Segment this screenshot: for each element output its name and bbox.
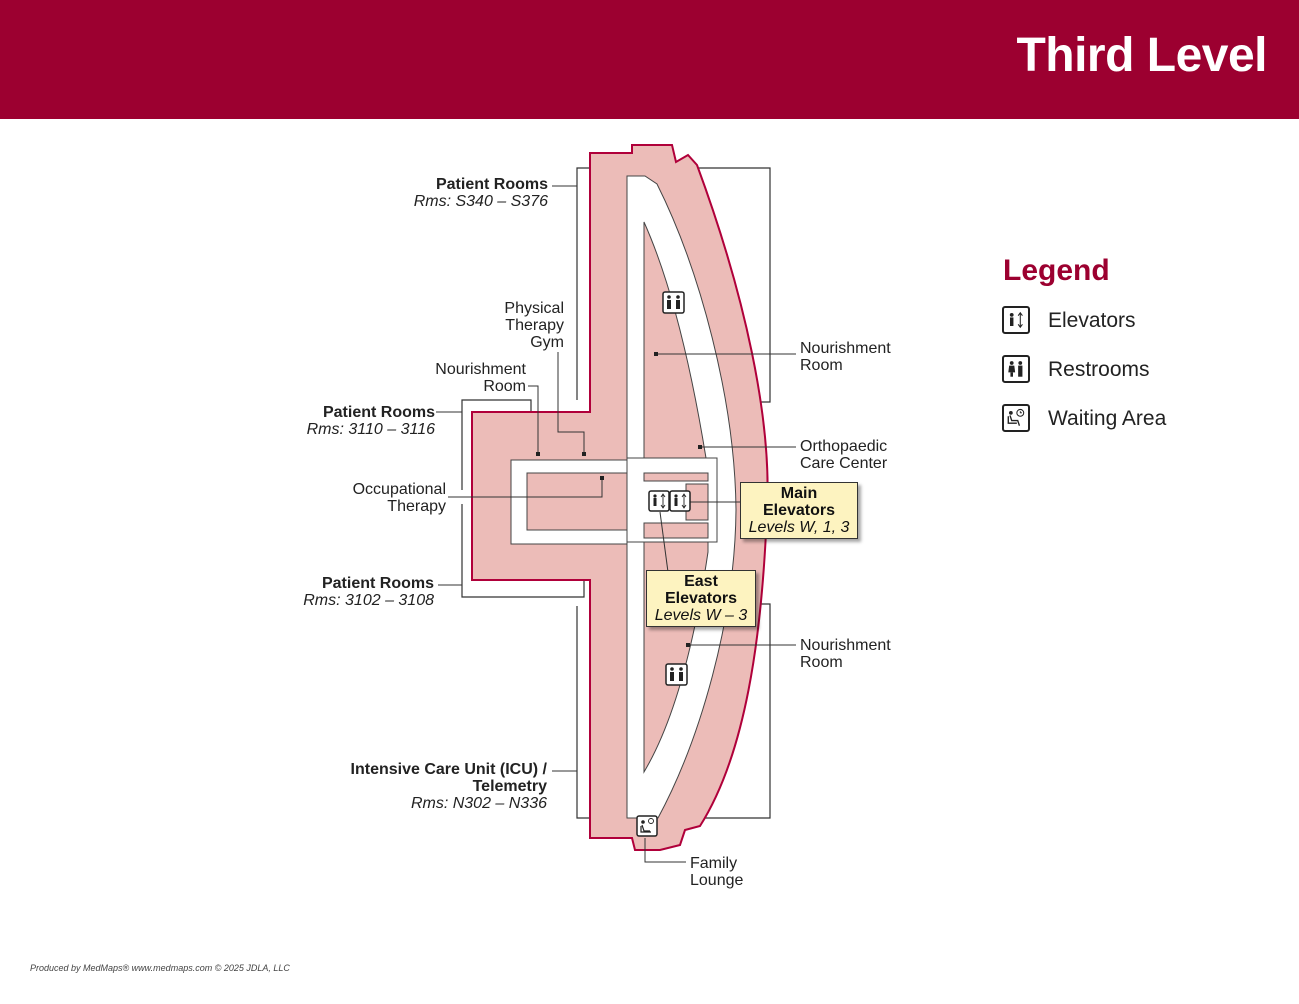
header-bar: Third Level xyxy=(0,0,1299,119)
label-occupational-therapy: Occupational Therapy xyxy=(352,481,446,515)
callout-main-elevators: Main Elevators Levels W, 1, 3 xyxy=(740,482,858,539)
building-outlines xyxy=(461,167,771,819)
legend-label: Restrooms xyxy=(1048,358,1150,381)
label-nourishment-room-west: Nourishment Room xyxy=(435,361,526,395)
legend-label: Waiting Area xyxy=(1048,407,1167,430)
restroom-icon xyxy=(662,291,685,314)
legend-title: Legend xyxy=(1003,254,1110,287)
restroom-icon xyxy=(665,663,688,686)
label-physical-therapy-gym: Physical Therapy Gym xyxy=(504,300,564,351)
leader-lines xyxy=(436,185,796,863)
elevator-icon xyxy=(648,490,670,512)
label-patient-rooms-s: Patient Rooms Rms: S340 – S376 xyxy=(413,176,548,210)
label-patient-rooms-3110: Patient Rooms Rms: 3110 – 3116 xyxy=(306,404,435,438)
inner-blocks xyxy=(526,472,709,539)
legend-label: Elevators xyxy=(1048,309,1136,332)
page-title: Third Level xyxy=(1016,29,1267,82)
elevator-icon xyxy=(669,490,691,512)
waiting-area-icon xyxy=(636,815,658,837)
label-patient-rooms-3102: Patient Rooms Rms: 3102 – 3108 xyxy=(303,575,434,609)
elevator-icon xyxy=(1002,306,1030,334)
footer-credit: Produced by MedMaps® www.medmaps.com © 2… xyxy=(30,963,290,973)
label-orthopaedic-care-center: Orthopaedic Care Center xyxy=(800,438,888,472)
callout-east-elevators: East Elevators Levels W – 3 xyxy=(646,570,756,627)
waiting-area-icon xyxy=(1002,404,1030,432)
label-family-lounge: Family Lounge xyxy=(690,855,744,889)
restroom-icon xyxy=(1002,355,1030,383)
leader-dots xyxy=(536,352,702,647)
label-nourishment-room-ne: Nourishment Room xyxy=(800,340,891,374)
label-nourishment-room-se: Nourishment Room xyxy=(800,637,891,671)
label-icu: Intensive Care Unit (ICU) / Telemetry Rm… xyxy=(350,761,547,812)
